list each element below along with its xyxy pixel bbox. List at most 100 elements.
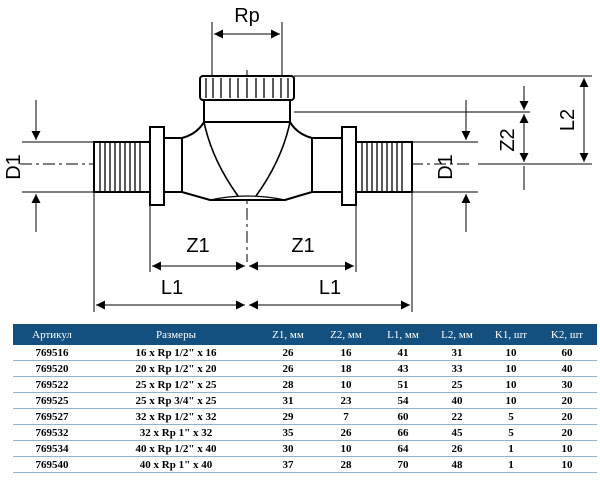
cell-article: 769540 (13, 456, 91, 473)
cell-article: 769527 (13, 408, 91, 425)
cell-l1: 70 (377, 456, 429, 473)
header-l1: L1, мм (377, 324, 429, 345)
cell-k2: 10 (537, 456, 597, 473)
table-header-row: Артикул Размеры Z1, мм Z2, мм L1, мм L2,… (13, 324, 597, 345)
l1-right-label: L1 (319, 277, 341, 299)
right-flange (341, 126, 357, 206)
cell-k2: 10 (537, 440, 597, 457)
l1-left-label: L1 (161, 277, 183, 299)
cell-k2: 20 (537, 424, 597, 441)
header-article: Артикул (13, 324, 91, 345)
cell-l1: 66 (377, 424, 429, 441)
cell-k1: 10 (485, 360, 537, 377)
rp-dimension (211, 22, 283, 76)
cell-l1: 64 (377, 440, 429, 457)
left-insert (93, 141, 151, 193)
cell-k1: 10 (485, 376, 537, 393)
cell-z2: 28 (315, 456, 377, 473)
cell-z2: 10 (315, 440, 377, 457)
cell-l2: 22 (429, 408, 485, 425)
cell-k2: 40 (537, 360, 597, 377)
cell-k1: 10 (485, 345, 537, 361)
cell-k2: 20 (537, 392, 597, 409)
header-sizes: Размеры (91, 324, 261, 345)
cell-k1: 1 (485, 440, 537, 457)
cell-article: 769520 (13, 360, 91, 377)
tee-body (163, 121, 343, 201)
cell-sizes: 20 x Rp 1/2" x 20 (91, 360, 261, 377)
cell-l1: 54 (377, 392, 429, 409)
cell-l2: 25 (429, 376, 485, 393)
cell-l1: 43 (377, 360, 429, 377)
cell-sizes: 32 x Rp 1/2" x 32 (91, 408, 261, 425)
cell-z2: 10 (315, 376, 377, 393)
cell-k1: 5 (485, 424, 537, 441)
cell-k1: 1 (485, 456, 537, 473)
z2-l2-dimensions (294, 75, 592, 190)
cell-k2: 30 (537, 376, 597, 393)
cell-l1: 60 (377, 408, 429, 425)
header-z2: Z2, мм (315, 324, 377, 345)
l2-label: L2 (557, 109, 579, 131)
cell-z1: 29 (261, 408, 315, 425)
cell-article: 769525 (13, 392, 91, 409)
z2-label: Z2 (497, 128, 519, 151)
d1-left-label: D1 (3, 154, 25, 180)
header-z1: Z1, мм (261, 324, 315, 345)
specification-table: Артикул Размеры Z1, мм Z2, мм L1, мм L2,… (13, 324, 597, 473)
cell-sizes: 40 x Rp 1/2" x 40 (91, 440, 261, 457)
cell-article: 769534 (13, 440, 91, 457)
cell-sizes: 25 x Rp 3/4" x 25 (91, 392, 261, 409)
cell-l2: 33 (429, 360, 485, 377)
z1-right-label: Z1 (291, 235, 314, 257)
cell-article: 769522 (13, 376, 91, 393)
cell-z1: 28 (261, 376, 315, 393)
cell-z2: 23 (315, 392, 377, 409)
cell-sizes: 16 x Rp 1/2" x 16 (91, 345, 261, 361)
cell-z1: 37 (261, 456, 315, 473)
cell-z2: 26 (315, 424, 377, 441)
cell-z2: 18 (315, 360, 377, 377)
cell-article: 769516 (13, 345, 91, 361)
cell-l1: 51 (377, 376, 429, 393)
cell-sizes: 25 x Rp 1/2" x 25 (91, 376, 261, 393)
cell-l1: 41 (377, 345, 429, 361)
cell-l2: 31 (429, 345, 485, 361)
cell-k2: 20 (537, 408, 597, 425)
tee-fitting-drawing: Rp D1 D1 Z2 L2 Z1 Z1 L1 L1 (3, 5, 592, 312)
left-flange (149, 126, 165, 206)
cell-l2: 45 (429, 424, 485, 441)
cell-z2: 7 (315, 408, 377, 425)
z1-left-label: Z1 (186, 235, 209, 257)
d1-right-dimension (412, 100, 478, 232)
cell-article: 769532 (13, 424, 91, 441)
cell-k1: 10 (485, 392, 537, 409)
rp-label: Rp (234, 5, 260, 27)
header-k1: K1, шт (485, 324, 537, 345)
cell-z2: 16 (315, 345, 377, 361)
right-insert (355, 141, 413, 193)
z1-l1-dimensions (93, 192, 413, 312)
cell-z1: 30 (261, 440, 315, 457)
cell-k2: 60 (537, 345, 597, 361)
cell-l2: 40 (429, 392, 485, 409)
branch-nut (199, 75, 295, 123)
d1-right-label: D1 (435, 154, 457, 180)
cell-sizes: 32 x Rp 1" x 32 (91, 424, 261, 441)
cell-z1: 26 (261, 345, 315, 361)
cell-l2: 48 (429, 456, 485, 473)
cell-z1: 31 (261, 392, 315, 409)
cell-z1: 26 (261, 360, 315, 377)
cell-sizes: 40 x Rp 1" x 40 (91, 456, 261, 473)
header-l2: L2, мм (429, 324, 485, 345)
header-k2: K2, шт (537, 324, 597, 345)
d1-left-dimension (22, 100, 94, 232)
